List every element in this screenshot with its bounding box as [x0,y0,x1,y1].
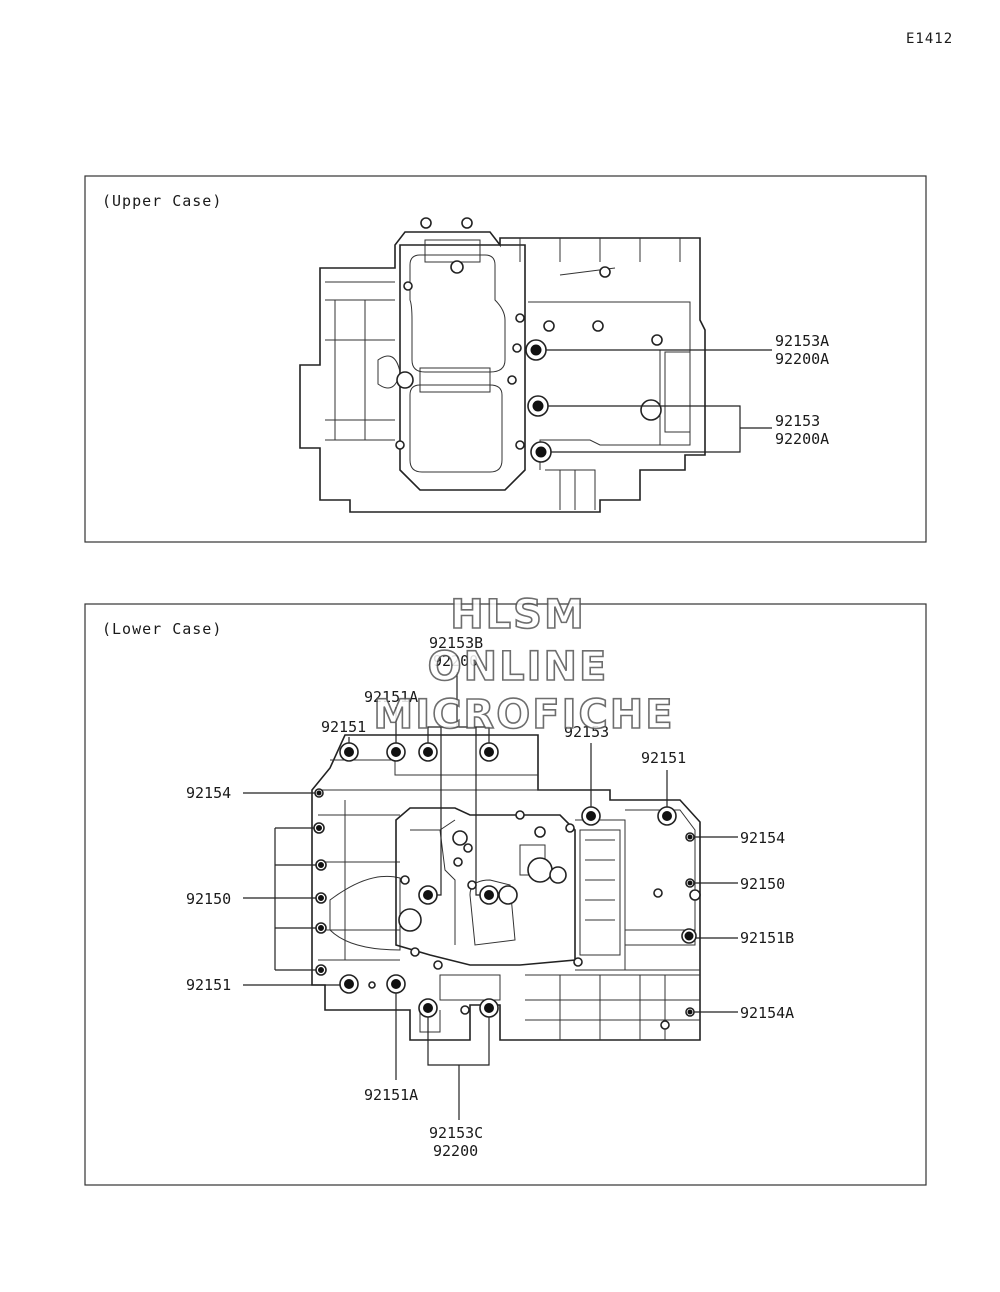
label-92154-left: 92154 [186,784,231,802]
label-92151A-top: 92151A [364,688,418,706]
label-92154-right: 92154 [740,829,785,847]
label-92200A-a: 92200A [775,350,829,368]
bolt-92153-b-head [535,446,547,458]
lower-case-panel: (Lower Case) [84,603,927,1186]
bolt-92153A-head [530,344,542,356]
label-92153A: 92153A [775,332,829,350]
upper-case-title: (Upper Case) [102,192,222,210]
label-92151-top-right: 92151 [641,749,686,767]
label-92200-top: 92200 [433,652,478,670]
watermark-line2: ONLINE [428,644,609,690]
leader-92153 [548,405,772,453]
lower-crankcase-drawing [311,734,701,1041]
upper-crankcase-drawing [299,217,706,513]
watermark: HLSM ONLINE MICROFICHE [373,591,674,739]
lower-case-frame [84,603,927,1186]
label-92151A-bottom: 92151A [364,1086,418,1104]
label-92200A-b: 92200A [775,430,829,448]
label-92150-right: 92150 [740,875,785,893]
label-92153: 92153 [775,412,820,430]
label-92151-bottom: 92151 [186,976,231,994]
lower-bolts [313,742,697,1018]
watermark-line1: HLSM [450,592,586,638]
lower-leaders [243,672,738,1120]
label-92153-top: 92153 [564,723,609,741]
page-code: E1412 [906,31,954,47]
bolt-92153-a-head [532,400,544,412]
watermark-line3: MICROFICHE [373,692,674,738]
label-92151B: 92151B [740,929,794,947]
label-92150-left: 92150 [186,890,231,908]
label-92153C: 92153C [429,1124,483,1142]
upper-case-panel: (Upper Case) [84,175,927,543]
label-92151-top: 92151 [321,718,366,736]
lower-case-title: (Lower Case) [102,620,222,638]
label-92200-bottom: 92200 [433,1142,478,1160]
upper-case-frame [84,175,927,543]
label-92153B: 92153B [429,634,483,652]
label-92154A: 92154A [740,1004,794,1022]
